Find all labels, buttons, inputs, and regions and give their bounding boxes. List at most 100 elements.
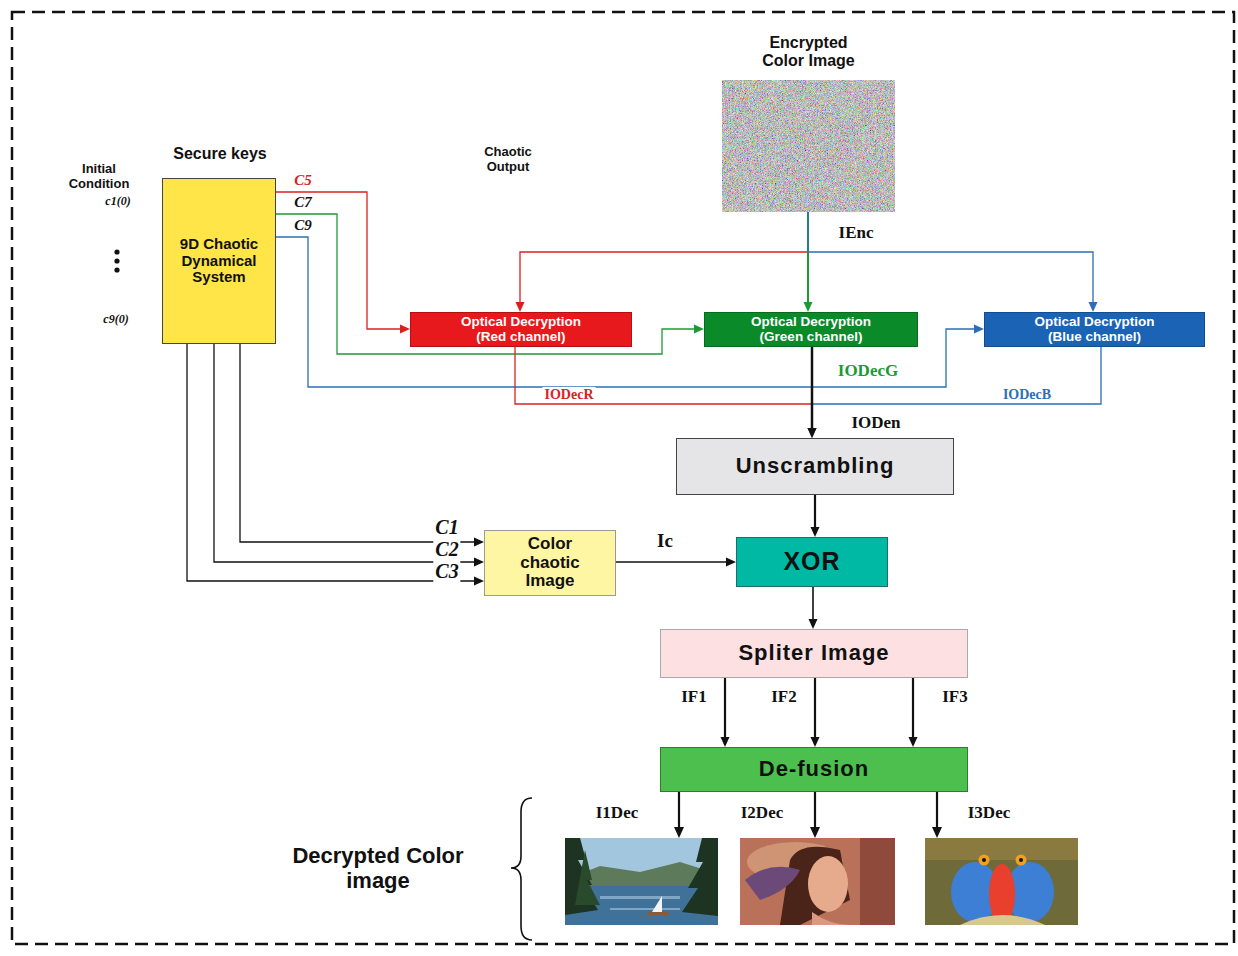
signal-name: C5 <box>292 172 314 189</box>
connector-line <box>812 587 814 619</box>
vertical-dots <box>114 249 119 272</box>
arrowhead <box>811 737 820 747</box>
connector-line <box>814 495 816 527</box>
connector-line <box>240 344 474 542</box>
chaotic-system-box: 9D Chaotic Dynamical System <box>162 178 276 344</box>
connector <box>809 587 818 629</box>
initial-value: c9(0) <box>103 313 128 327</box>
signal-name: I1Dec <box>596 803 638 823</box>
arrowhead <box>811 527 820 537</box>
connector <box>240 344 484 547</box>
signal-name: C3 <box>433 560 460 583</box>
signal-name: C9 <box>292 217 314 234</box>
connector-line <box>214 344 474 562</box>
key-heading: Secure keys <box>173 145 266 163</box>
connector <box>276 192 410 334</box>
arrowhead <box>808 428 817 438</box>
box-label: Optical Decryption (Red channel) <box>454 315 589 345</box>
key-heading: Initial Condition <box>58 162 140 192</box>
initial-value: c1(0) <box>105 195 130 209</box>
arrowhead <box>808 428 817 438</box>
signal-name: IEnc <box>837 223 876 243</box>
arrowhead <box>808 428 817 438</box>
process-box: Optical Decryption (Red channel) <box>410 312 632 347</box>
arrowhead <box>721 737 730 747</box>
box-label: XOR <box>783 548 840 576</box>
connector <box>808 212 1098 312</box>
connector <box>616 558 736 567</box>
connector <box>276 214 704 354</box>
dashed-frame <box>12 12 1234 944</box>
box-label: Spliter Image <box>738 641 889 665</box>
box-label: Optical Decryption (Green channel) <box>744 315 879 345</box>
arrowhead <box>400 325 410 334</box>
box-label: De-fusion <box>759 757 869 781</box>
arrowhead <box>726 558 736 567</box>
connector-line <box>616 561 726 562</box>
connector-line <box>814 678 816 737</box>
signal-name: IODecB <box>1001 387 1053 403</box>
process-box: Optical Decryption (Blue channel) <box>984 312 1205 347</box>
connector-line <box>520 212 808 302</box>
box-label: 9D Chaotic Dynamical System <box>173 236 265 286</box>
arrowhead <box>694 325 704 334</box>
signal-name: IF2 <box>769 687 799 707</box>
connector <box>721 678 730 747</box>
arrowhead <box>474 538 484 547</box>
connector-line <box>808 212 1093 302</box>
connector <box>214 344 484 567</box>
lake-image <box>565 838 718 925</box>
connector-line <box>811 347 814 428</box>
signal-name: I2Dec <box>741 803 783 823</box>
signal-name: IODen <box>851 413 900 433</box>
signal-name: IODecR <box>543 387 596 403</box>
arrowhead <box>909 737 918 747</box>
arrowhead <box>809 619 818 629</box>
encrypted-image: Encrypted Color Image <box>722 26 895 212</box>
arrowhead <box>474 558 484 567</box>
connector <box>516 212 809 312</box>
connector-line <box>912 678 914 737</box>
signal-name: C1 <box>433 516 460 539</box>
output-caption: Decrypted Color image <box>278 843 478 894</box>
box-label: Color chaotic Image <box>500 535 600 591</box>
output-heading: Chaotic Output <box>468 145 548 175</box>
connector <box>515 347 817 438</box>
signal-name: IF1 <box>679 687 709 707</box>
signal-name: Ic <box>655 530 675 552</box>
connector-line <box>276 214 694 354</box>
arrowhead <box>474 577 484 586</box>
arrowhead <box>804 302 813 312</box>
process-box: De-fusion <box>660 747 968 792</box>
arrowhead <box>974 325 984 334</box>
signal-name: IF3 <box>940 687 970 707</box>
noise-picture <box>722 80 895 212</box>
connector <box>811 678 820 747</box>
signal-name: C2 <box>433 538 460 561</box>
arrowhead <box>1089 302 1098 312</box>
signal-name: C7 <box>292 194 314 211</box>
connector-line <box>276 237 974 387</box>
process-box: XOR <box>736 537 888 587</box>
arrowhead <box>516 302 525 312</box>
brace <box>511 798 532 940</box>
baboon-image <box>925 838 1078 925</box>
box-label: Encrypted Color Image <box>750 26 868 78</box>
box-label: Optical Decryption (Blue channel) <box>1027 315 1162 345</box>
portrait-image <box>740 838 895 925</box>
process-box: Spliter Image <box>660 629 968 678</box>
signal-name: I3Dec <box>968 803 1010 823</box>
process-box: Unscrambling <box>676 438 954 495</box>
connector-line <box>515 347 812 428</box>
process-box: Color chaotic Image <box>484 530 616 596</box>
connector <box>808 347 1102 438</box>
connector-line <box>276 192 400 329</box>
connector <box>909 678 918 747</box>
process-box: Optical Decryption (Green channel) <box>704 312 918 347</box>
signal-name: IODecG <box>836 361 900 381</box>
connector-line <box>724 678 726 737</box>
connector-line <box>187 344 474 581</box>
box-label: Unscrambling <box>736 454 895 478</box>
output-arrows <box>679 792 937 828</box>
